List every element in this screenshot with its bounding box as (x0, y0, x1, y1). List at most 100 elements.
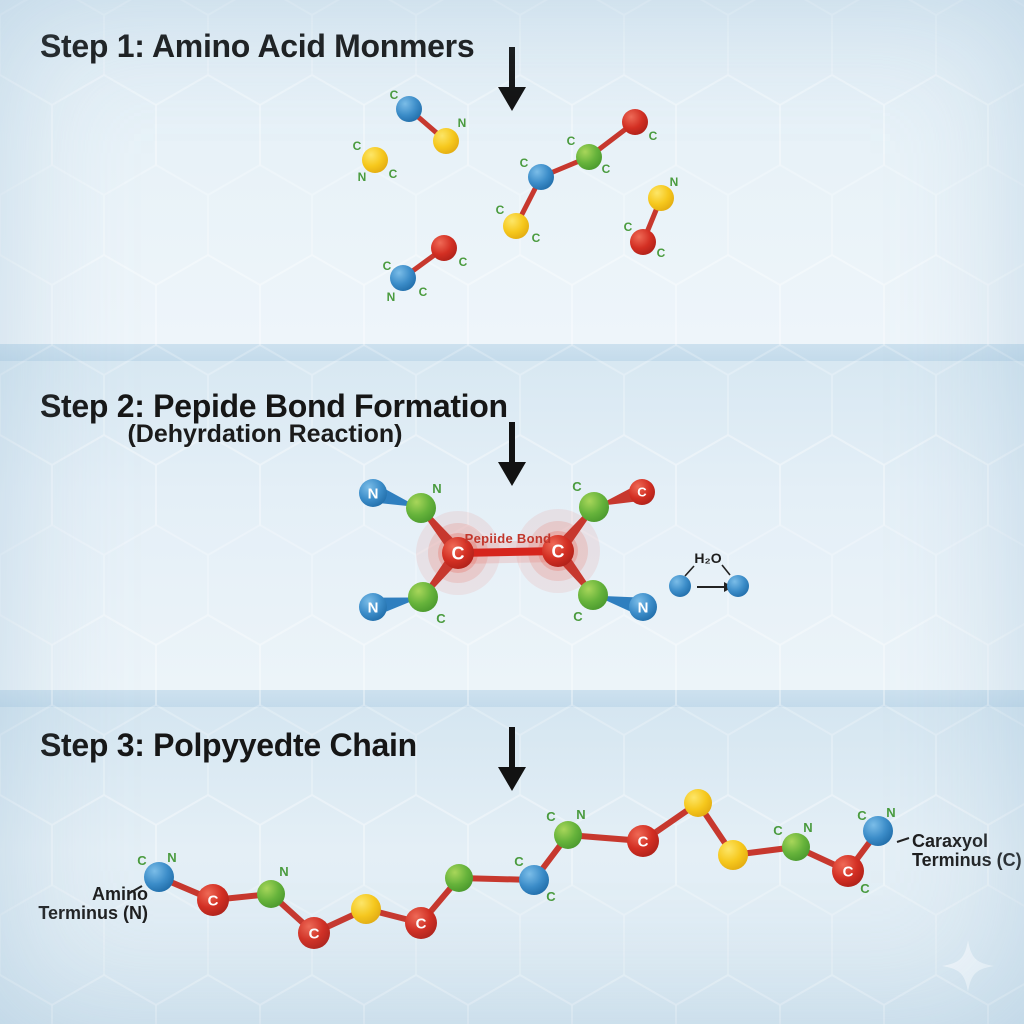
atom-label: C (860, 881, 870, 896)
atom-label: C (572, 479, 582, 494)
atom-label: C (383, 259, 392, 273)
blue-atom (359, 479, 387, 507)
yellow-atom (362, 147, 388, 173)
atom-letter: C (637, 485, 647, 500)
water-release-group: H₂O (669, 550, 749, 597)
blue-atom (396, 96, 422, 122)
green-atom (554, 821, 582, 849)
blue-atom (390, 265, 416, 291)
yellow-atom (684, 789, 712, 817)
red-atom (405, 907, 437, 939)
tick-line (684, 565, 695, 577)
atom-letter: C (208, 892, 219, 909)
water-label: H₂O (694, 550, 721, 566)
atom-letter: C (309, 925, 320, 942)
atom-letter: C (416, 915, 427, 932)
atom-label: C (857, 808, 867, 823)
blue-atom (359, 593, 387, 621)
red-atom (832, 855, 864, 887)
atom-label: C (459, 255, 468, 269)
atom-label: C (520, 156, 529, 170)
atom-label: C (436, 611, 446, 626)
atom-letter: C (452, 543, 465, 563)
yellow-atom (351, 894, 381, 924)
carboxyl-terminus-pointer (896, 837, 910, 843)
tick-line (721, 564, 731, 576)
atom-label: N (358, 170, 367, 184)
blue-atom (519, 865, 549, 895)
down-arrow-icon (498, 422, 526, 486)
green-atom (576, 144, 602, 170)
water-atom (727, 575, 749, 597)
red-atom (622, 109, 648, 135)
down-arrow-icon (498, 47, 526, 111)
atom-label: N (387, 290, 396, 304)
step2-subtitle: (Dehyrdation Reaction) (127, 420, 403, 448)
atom-letter: C (843, 863, 854, 880)
atom-label: C (649, 129, 658, 143)
sparkle-icon (942, 940, 994, 992)
atom-label: C (546, 889, 556, 904)
green-atom (782, 833, 810, 861)
atom-label: C (602, 162, 611, 176)
yellow-atom (433, 128, 459, 154)
atom-label: C (419, 285, 428, 299)
peptide-bond (454, 547, 562, 557)
amino-terminus-pointer (127, 885, 143, 895)
green-atom (578, 580, 608, 610)
carboxyl-terminus-label: Caraxyol Terminus (C) (912, 831, 1022, 870)
blue-atom (629, 593, 657, 621)
atom-label: C (624, 220, 633, 234)
atom-label: N (432, 481, 441, 496)
red-atom (197, 884, 229, 916)
atom-letter: N (638, 599, 649, 616)
atom-letter: N (368, 485, 379, 502)
atom-label: C (546, 809, 556, 824)
down-arrow-icon (498, 727, 526, 791)
atom-label: N (803, 820, 812, 835)
atom-label: N (576, 807, 585, 822)
green-atom (579, 492, 609, 522)
atom-label: C (514, 854, 524, 869)
red-atom (630, 229, 656, 255)
atom-label: C (657, 246, 666, 260)
red-atom (442, 537, 474, 569)
amino-terminus-label: Amino Terminus (N) (38, 884, 148, 923)
green-atom (406, 493, 436, 523)
water-atom (669, 575, 691, 597)
atom-label: C (567, 134, 576, 148)
atom-label: C (137, 853, 147, 868)
atom-letter: C (638, 833, 649, 850)
blue-atom (528, 164, 554, 190)
atom-label: N (886, 805, 895, 820)
step3-title: Step 3: Polpyyedte Chain (40, 727, 417, 763)
red-atom (542, 535, 574, 567)
atom-letter: N (368, 599, 379, 616)
atom-label: C (573, 609, 583, 624)
yellow-atom (718, 840, 748, 870)
green-atom (257, 880, 285, 908)
atom-label: N (458, 116, 467, 130)
atom-label: N (279, 864, 288, 879)
yellow-atom (503, 213, 529, 239)
atom-label: C (389, 167, 398, 181)
step1-title: Step 1: Amino Acid Monmers (40, 28, 475, 64)
red-atom (627, 825, 659, 857)
peptide-bond-label: Pepiide Bond (464, 531, 552, 546)
atom-label: C (532, 231, 541, 245)
atom-label: C (390, 88, 399, 102)
atom-letter: C (552, 541, 565, 561)
green-atom (445, 864, 473, 892)
red-atom (629, 479, 655, 505)
green-atom (408, 582, 438, 612)
atom-label: C (496, 203, 505, 217)
atom-label: C (773, 823, 783, 838)
atom-label: N (167, 850, 176, 865)
yellow-atom (648, 185, 674, 211)
step2-molecules: C C N N N C N C C C (359, 479, 657, 626)
